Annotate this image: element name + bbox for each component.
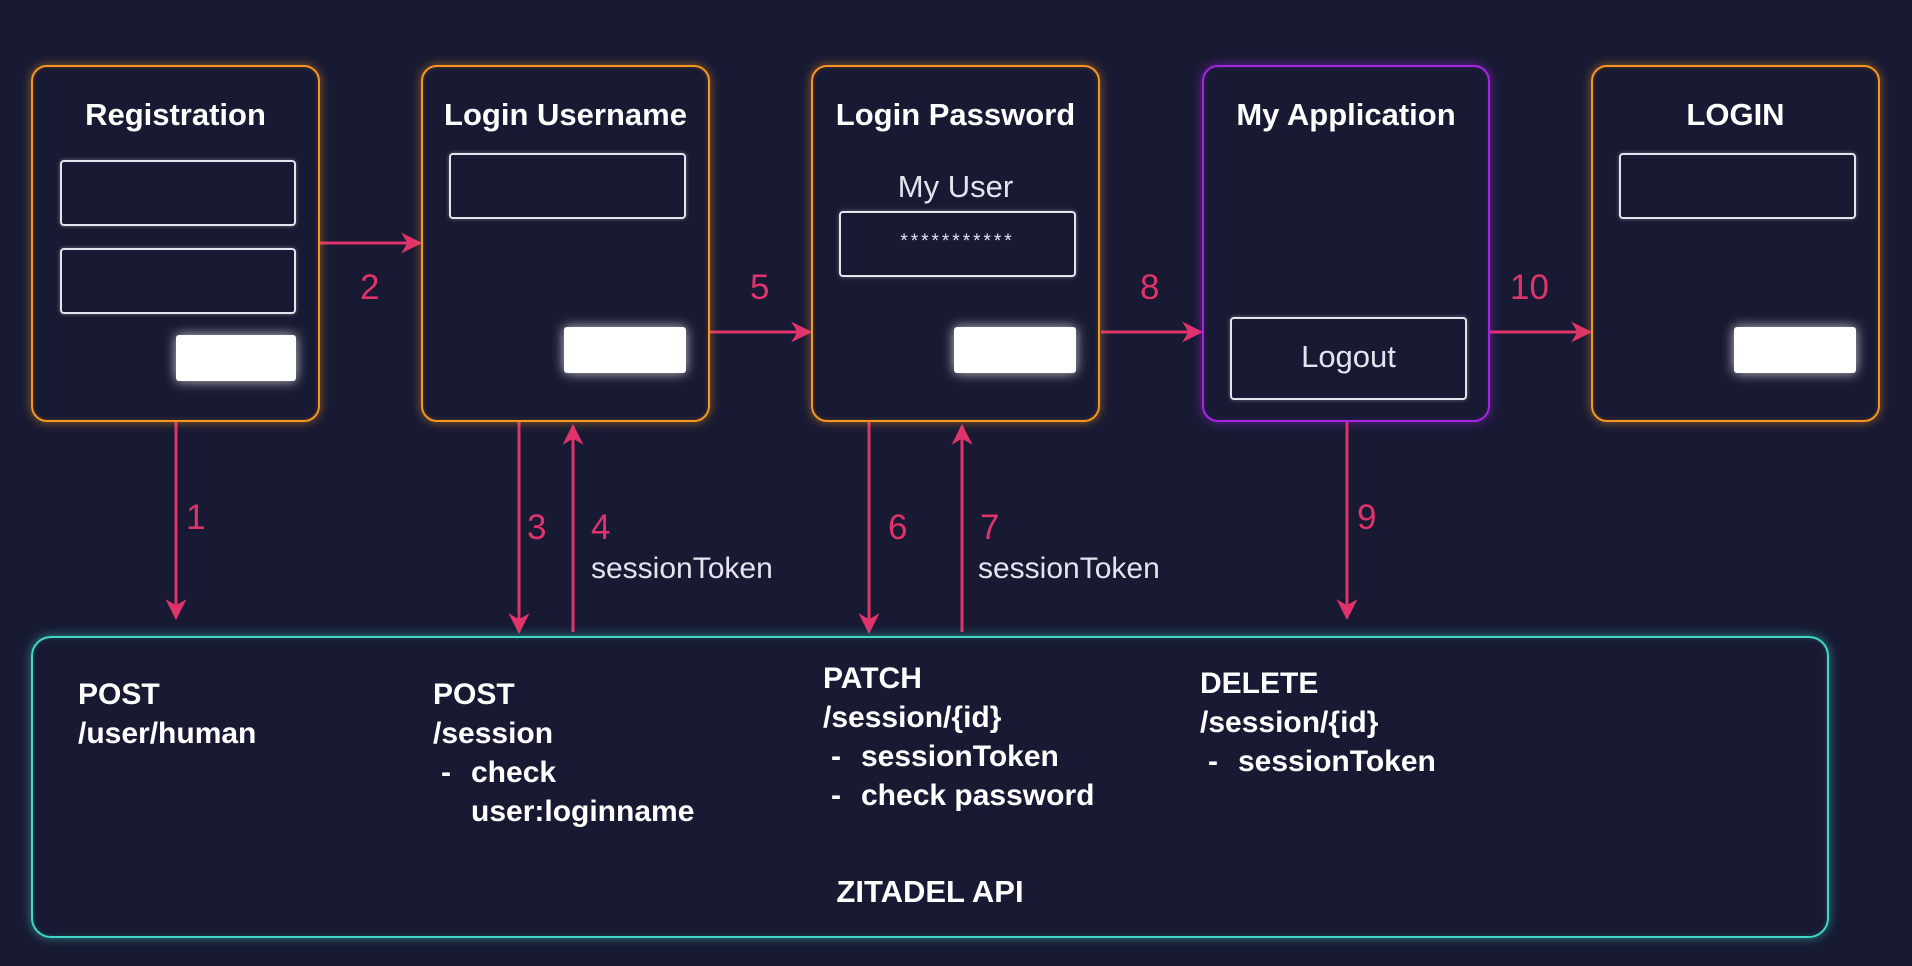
api-method: DELETE [1200,667,1319,700]
step-2-label: 2 [360,268,380,307]
api-bullet: -check password [831,779,1095,812]
password-field[interactable]: *********** [839,211,1076,277]
logout-button[interactable]: Logout [1230,317,1467,400]
session-token-label-4: sessionToken [591,552,773,585]
step-3-label: 3 [527,508,547,547]
api-bullet: -sessionToken [831,740,1059,773]
zitadel-api-box: POST /user/human POST /session -check us… [31,636,1829,938]
login-password-screen: Login Password My User *********** [811,65,1100,422]
api-path: /session [433,717,554,750]
login-title: LOGIN [1686,97,1785,132]
api-path: /session/{id} [1200,706,1379,739]
api-method: POST [433,678,515,711]
login-username-title: Login Username [444,97,687,132]
registration-submit-button[interactable] [176,335,296,381]
my-application-title: My Application [1236,97,1456,132]
api-method: PATCH [823,662,922,695]
api-call-create-user: POST /user/human [78,675,256,753]
my-application-screen: My Application Logout [1202,65,1490,422]
step-8-label: 8 [1140,268,1160,307]
registration-title: Registration [85,97,266,132]
login-submit-button[interactable] [1734,327,1856,373]
password-value: *********** [900,231,1015,252]
login-username-screen: Login Username [421,65,710,422]
login-field[interactable] [1619,153,1856,219]
login-username-next-button[interactable] [564,327,686,373]
api-method: POST [78,678,160,711]
registration-field-2[interactable] [60,248,296,314]
api-bullet: -check [441,756,557,789]
registration-screen: Registration [31,65,320,422]
step-4-label: 4 [591,508,611,547]
api-path: /session/{id} [823,701,1002,734]
api-call-create-session: POST /session -check user:loginname [433,675,694,831]
user-label: My User [897,169,1014,204]
username-field[interactable] [449,153,686,219]
api-bullet: user:loginname [471,795,695,828]
logout-label: Logout [1301,339,1396,374]
api-title: ZITADEL API [836,874,1024,909]
step-5-label: 5 [750,268,770,307]
login-password-submit-button[interactable] [954,327,1076,373]
step-1-label: 1 [186,498,206,537]
step-6-label: 6 [888,508,908,547]
login-password-title: Login Password [835,97,1076,132]
api-path: /user/human [78,717,257,750]
api-call-delete-session: DELETE /session/{id} -sessionToken [1200,664,1436,781]
step-9-label: 9 [1357,498,1377,537]
session-token-label-7: sessionToken [978,552,1160,585]
login-screen: LOGIN [1591,65,1880,422]
api-call-update-session: PATCH /session/{id} -sessionToken -check… [823,659,1094,815]
registration-field-1[interactable] [60,160,296,226]
step-7-label: 7 [980,508,1000,547]
api-bullet: -sessionToken [1208,745,1436,778]
step-10-label: 10 [1510,268,1549,307]
